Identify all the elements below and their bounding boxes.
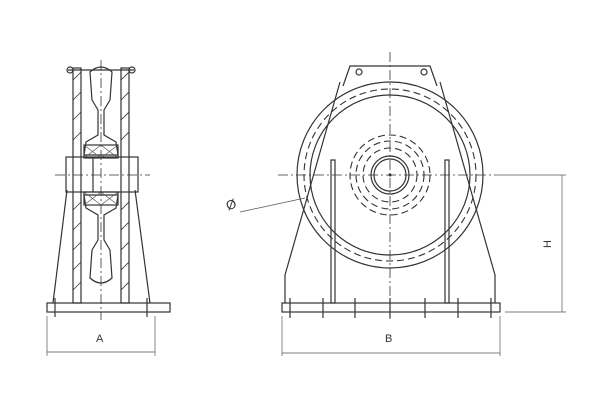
front-view bbox=[239, 52, 566, 356]
dimension-h-label: H bbox=[541, 240, 554, 248]
side-view bbox=[46, 60, 171, 356]
dimension-b-label: B bbox=[385, 333, 393, 345]
dimension-a-label: A bbox=[96, 333, 104, 345]
